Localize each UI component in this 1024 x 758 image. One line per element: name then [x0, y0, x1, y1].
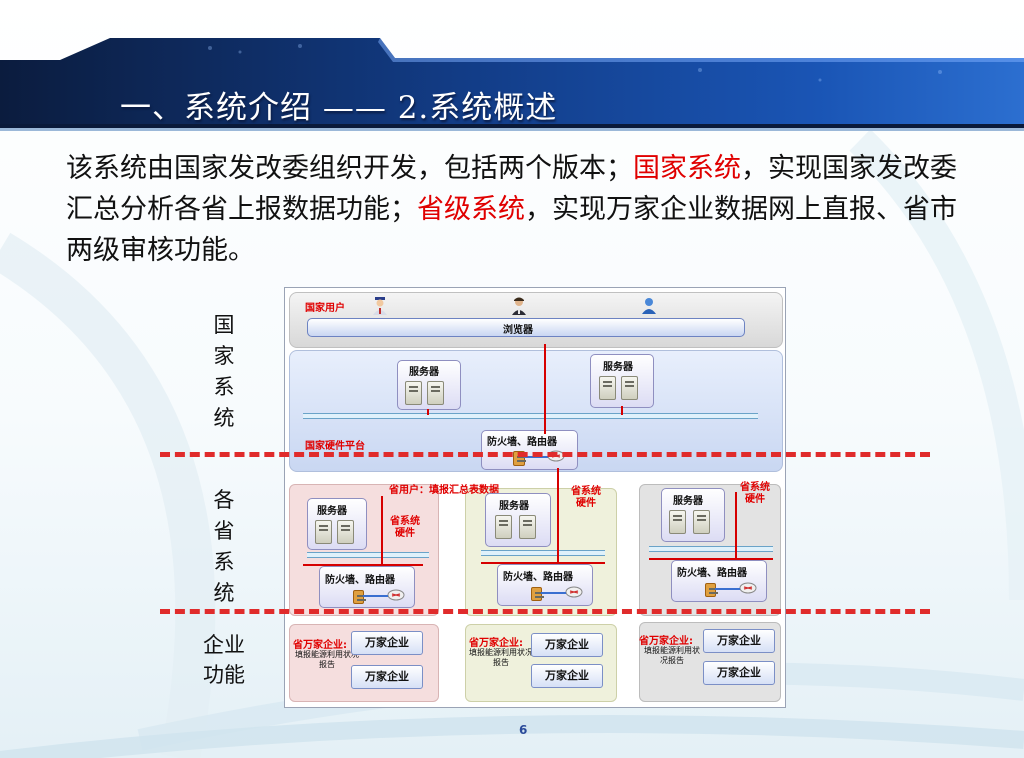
server-icon	[519, 515, 536, 539]
province-user-label: 省用户：填报汇总表数据	[389, 481, 499, 496]
national-user-label: 国家用户	[305, 303, 345, 314]
enterprise-box: 万家企业	[703, 629, 775, 653]
province-hw-label: 省系统硬件	[390, 516, 420, 539]
enterprise-box: 万家企业	[531, 664, 603, 688]
national-firewall-router	[481, 430, 578, 470]
enterprise-report-label: 填报能源利用状况报告	[295, 650, 359, 669]
router-icon	[387, 589, 405, 601]
connection-line	[481, 562, 605, 564]
enterprise-report-label: 填报能源利用状况报告	[644, 646, 700, 665]
slide-title: 一、系统介绍 —— 2.系统概述	[120, 90, 558, 126]
enterprise-report-label: 填报能源利用状况报告	[469, 648, 533, 667]
server-label: 服务器	[317, 506, 347, 517]
enterprise-org-label: 省万家企业:	[469, 638, 523, 649]
enterprise-box: 万家企业	[703, 661, 775, 685]
server-icon	[693, 510, 710, 534]
intro-national-system: 国家系统	[633, 153, 741, 184]
user-icon	[512, 297, 526, 315]
firewall-router-label: 防火墙、路由器	[325, 575, 395, 586]
province-hw-label: 省系统硬件	[571, 486, 601, 509]
server-label: 服务器	[499, 501, 529, 512]
header-band	[0, 38, 1024, 131]
link-line	[524, 456, 548, 458]
intro-text-3: ，实现万家企业数据网上直报、省市两级审核功能。	[66, 194, 957, 266]
server-icon	[669, 510, 686, 534]
firewall-icon	[353, 590, 366, 604]
province-2-network-line	[481, 550, 605, 556]
server-icon	[427, 381, 444, 405]
firewall-icon	[705, 583, 718, 597]
connection-line	[303, 564, 423, 566]
enterprise-box: 万家企业	[531, 633, 603, 657]
server-icon	[599, 376, 616, 400]
page-number: 6	[519, 723, 528, 737]
connection-line	[544, 344, 546, 434]
intro-paragraph: 该系统由国家发改委组织开发，包括两个版本；国家系统，实现国家发改委汇总分析各省上…	[66, 148, 966, 271]
separator-national-provincial	[160, 452, 930, 457]
connection-line	[735, 492, 737, 560]
connection-line	[649, 558, 773, 560]
server-icon	[405, 381, 422, 405]
connection-line	[621, 406, 623, 415]
link-line	[715, 588, 740, 590]
intro-provincial-system: 省级系统	[417, 194, 525, 225]
firewall-router-label: 防火墙、路由器	[487, 437, 557, 448]
link-line	[363, 595, 388, 597]
connection-line	[381, 496, 383, 566]
server-icon	[621, 376, 638, 400]
server-label: 服务器	[673, 496, 703, 507]
intro-text-2: ，实现国家发改委汇总分析各省上报数据功能；	[66, 153, 957, 225]
server-icon	[495, 515, 512, 539]
separator-provincial-enterprise	[160, 609, 930, 614]
user-icon	[642, 298, 656, 314]
province-user-text: 省用户：填报汇总表数据	[389, 485, 499, 496]
enterprise-org-label: 省万家企业:	[639, 636, 693, 647]
enterprise-box: 万家企业	[351, 631, 423, 655]
province-3-firewall-router	[671, 560, 767, 602]
server-icon	[315, 520, 332, 544]
label-national-system: 国家系统	[213, 313, 235, 430]
architecture-diagram: 国家用户 浏览器 服务器 服务器 国家硬件平台 防火墙、路由器 省用户：填报汇总…	[284, 287, 786, 708]
user-icon	[373, 297, 387, 315]
browser-label: 浏览器	[503, 325, 533, 336]
server-label: 服务器	[409, 367, 439, 378]
router-icon	[739, 582, 757, 594]
firewall-icon	[531, 587, 544, 601]
server-label: 服务器	[603, 362, 633, 373]
national-network-line	[303, 413, 758, 419]
province-hw-label: 省系统硬件	[740, 482, 770, 505]
province-1-firewall-router	[319, 566, 415, 608]
province-1-network-line	[307, 552, 429, 558]
connection-line	[427, 409, 429, 415]
firewall-router-label: 防火墙、路由器	[677, 568, 747, 579]
label-enterprise-function: 企业功能	[203, 633, 245, 687]
server-icon	[337, 520, 354, 544]
browser-bar	[307, 318, 745, 337]
router-icon	[565, 586, 583, 598]
label-provincial-system: 各省系统	[213, 488, 235, 605]
national-hw-platform-label: 国家硬件平台	[305, 441, 365, 452]
province-3-network-line	[649, 546, 773, 552]
province-2-firewall-router	[497, 564, 593, 606]
link-line	[541, 592, 566, 594]
enterprise-org-label: 省万家企业:	[293, 640, 347, 651]
connection-line	[557, 468, 559, 564]
enterprise-box: 万家企业	[351, 665, 423, 689]
intro-text-1: 该系统由国家发改委组织开发，包括两个版本；	[66, 153, 633, 184]
firewall-router-label: 防火墙、路由器	[503, 572, 573, 583]
